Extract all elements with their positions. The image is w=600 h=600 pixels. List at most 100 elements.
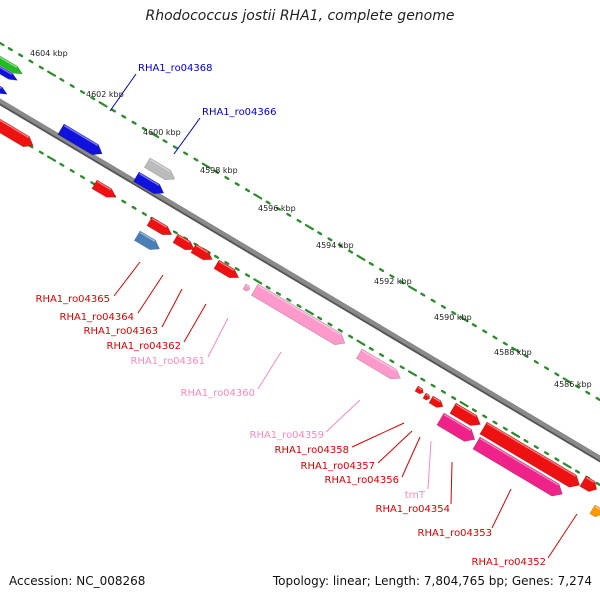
ruler-tick <box>327 322 333 327</box>
gene-red-arrow-highlight <box>151 217 168 228</box>
gene-label: RHA1_ro04357 <box>301 461 376 472</box>
ruler-tick <box>131 120 137 125</box>
gene-red-arrow-highlight <box>425 393 430 397</box>
scale-tick-label: 4588 kbp <box>494 348 532 357</box>
gene-red-arrow <box>422 392 430 401</box>
gene-blue-arrow <box>0 85 8 95</box>
ruler-tick <box>183 151 189 156</box>
gene-label: RHA1_ro04358 <box>275 445 350 456</box>
gene-pink-arrow-highlight <box>257 284 342 336</box>
gene-label: RHA1_ro04354 <box>376 504 451 515</box>
ruler-tick <box>244 188 251 193</box>
ruler-tick <box>430 298 436 303</box>
ruler-tick <box>492 335 498 340</box>
ruler-tick <box>511 346 521 353</box>
ruler-tick <box>554 372 560 377</box>
ruler-tick <box>224 175 230 181</box>
ruler-tick <box>79 175 86 180</box>
gene-red-arrow <box>579 475 598 492</box>
ruler-tick <box>0 41 5 47</box>
scale-tick-label: 4596 kbp <box>258 204 296 213</box>
ruler-tick <box>193 157 199 162</box>
ruler-tick <box>533 445 539 450</box>
ruler-tick <box>69 83 75 88</box>
ruler-tick <box>356 339 366 346</box>
ruler-tick <box>502 341 508 346</box>
label-leader-line <box>161 288 183 328</box>
ruler-tick <box>459 400 469 408</box>
gene-pink-arrow-highlight <box>245 284 250 288</box>
ruler-tick <box>18 53 24 58</box>
scale-tick-label: 4600 kbp <box>143 128 181 137</box>
ruler-tick <box>492 420 498 425</box>
ruler-tick <box>317 231 323 236</box>
ruler-tick <box>543 451 550 456</box>
gene-orange-arrow-highlight <box>594 505 600 510</box>
gene-pink-arrow <box>250 283 346 346</box>
gene-pink-arrow-highlight <box>361 349 397 372</box>
gene-label: RHA1_ro04352 <box>472 557 547 568</box>
gene-green-arrow-highlight <box>0 56 18 68</box>
gene-red-arrow-highlight <box>195 244 209 253</box>
ruler-tick <box>234 267 240 272</box>
gene-red-arrow <box>172 233 195 251</box>
ruler-tick <box>420 292 426 297</box>
gene-red-arrow-highlight <box>417 386 423 391</box>
ruler-tick <box>265 200 271 205</box>
ruler-tick <box>59 162 65 167</box>
ruler-tick <box>59 77 65 82</box>
ruler-tick <box>7 47 13 52</box>
gene-orange-arrow <box>589 504 600 518</box>
ruler-tick <box>90 181 96 186</box>
gene-label: RHA1_ro04365 <box>36 294 111 305</box>
gene-label: trnT <box>405 490 426 501</box>
scale-tick-label: 4604 kbp <box>30 49 68 58</box>
gene-red-arrow <box>146 216 173 236</box>
ruler-tick <box>533 360 539 365</box>
ruler-tick <box>378 268 385 273</box>
scale-tick-label: 4586 kbp <box>554 380 592 389</box>
ruler-tick <box>183 236 189 241</box>
ruler-tick <box>523 353 529 358</box>
gene-red-arrow-highlight <box>432 396 441 403</box>
ruler-tick <box>356 254 366 261</box>
ruler-tick <box>141 126 147 131</box>
label-leader-line <box>401 436 421 478</box>
gene-red-arrow <box>414 385 424 395</box>
label-leader-line <box>137 274 164 314</box>
label-leader-line <box>547 513 578 559</box>
gene-red-arrow <box>190 243 213 261</box>
ruler-tick <box>420 377 426 382</box>
gene-blue-arrow <box>57 123 103 156</box>
gene-blue-arrow <box>132 171 165 195</box>
gene-label: RHA1_ro04362 <box>107 341 182 352</box>
ruler-tick <box>265 285 271 290</box>
ruler-tick <box>275 291 282 296</box>
ruler-tick <box>523 438 529 443</box>
ruler-tick <box>337 243 343 248</box>
label-leader-lines <box>109 73 578 559</box>
ruler-tick <box>275 206 282 211</box>
ruler-tick <box>399 365 405 370</box>
label-leader-line <box>450 461 453 505</box>
ruler-tick <box>482 414 488 419</box>
gene-label: RHA1_ro04366 <box>202 107 277 118</box>
ruler-tick <box>407 285 418 292</box>
label-leader-line <box>173 117 201 155</box>
gene-label: RHA1_ro04356 <box>325 475 400 486</box>
ruler-tick <box>368 346 374 351</box>
label-leader-line <box>325 399 361 433</box>
gene-magenta-arrow-highlight <box>479 437 559 486</box>
gene-red-arrow <box>449 402 481 426</box>
ruler-tick <box>296 303 302 308</box>
ruler-tick <box>562 377 572 384</box>
gene-red-arrow-highlight <box>455 403 477 417</box>
ruler-tick <box>482 329 488 334</box>
ruler-tick <box>511 431 521 438</box>
ruler-tick <box>471 323 477 328</box>
ruler-tick <box>451 310 457 316</box>
gene-blue-arrow-highlight <box>0 66 13 75</box>
gene-red-arrow-highlight <box>486 422 577 477</box>
ruler-tick <box>98 101 108 108</box>
ruler-tick <box>224 260 230 266</box>
